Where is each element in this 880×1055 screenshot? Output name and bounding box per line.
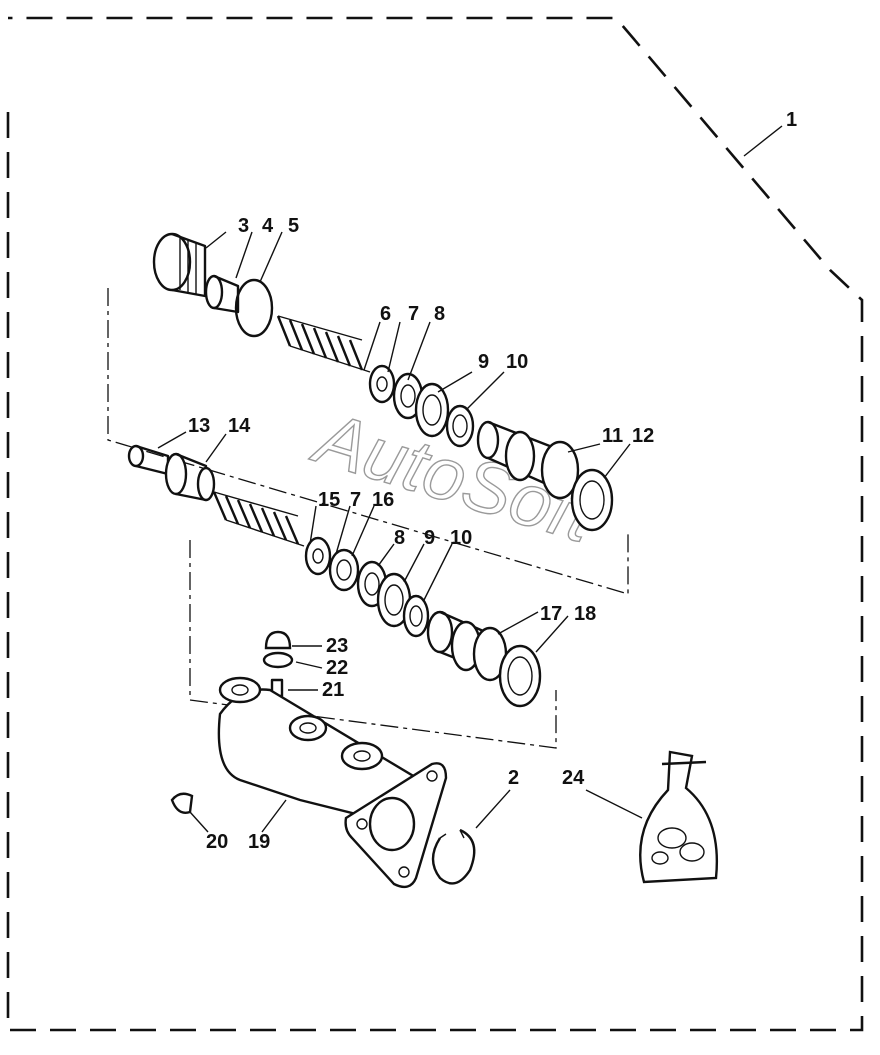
callout-16: 16 — [372, 489, 394, 511]
callout-2: 2 — [508, 767, 519, 789]
lower-piston-assembly — [127, 444, 542, 708]
dust-cap — [170, 792, 194, 814]
lower-spring — [212, 491, 305, 547]
callout-8: 8 — [434, 303, 445, 325]
callout-10-lower: 10 — [450, 527, 472, 549]
callout-17: 17 — [540, 603, 562, 625]
callout-6: 6 — [380, 303, 391, 325]
threaded-plug — [152, 232, 240, 314]
bleeder-cap — [264, 630, 292, 650]
callout-8-lower: 8 — [394, 527, 405, 549]
washer-7 — [368, 364, 396, 404]
cup-seal-9 — [414, 382, 450, 438]
callout-15: 15 — [318, 489, 340, 511]
washer-16 — [328, 548, 360, 592]
end-seal-12 — [570, 468, 614, 532]
upper-section-bracket — [107, 288, 629, 595]
upper-spring — [276, 315, 371, 373]
upper-piston — [476, 420, 580, 500]
bleeder-parts — [262, 630, 294, 698]
repair-kit-bag — [639, 750, 718, 884]
callout-13: 13 — [188, 415, 210, 437]
callout-10: 10 — [506, 351, 528, 373]
leader-lines — [157, 125, 783, 833]
callout-19: 19 — [248, 831, 270, 853]
upper-piston-assembly — [152, 232, 614, 532]
callout-7-lower: 7 — [350, 489, 361, 511]
callout-20: 20 — [206, 831, 228, 853]
callout-14: 14 — [228, 415, 251, 437]
callout-22: 22 — [326, 657, 348, 679]
callout-9: 9 — [478, 351, 489, 373]
washer-15 — [304, 536, 332, 576]
callout-4: 4 — [262, 215, 274, 237]
callout-3: 3 — [238, 215, 249, 237]
callout-11: 11 — [602, 425, 623, 447]
seal-10 — [445, 404, 475, 448]
callout-1: 1 — [786, 109, 797, 131]
o-ring — [234, 278, 274, 338]
stop-screw — [127, 444, 170, 476]
master-cylinder-body — [217, 676, 448, 889]
primary-piston — [426, 610, 508, 682]
callout-23: 23 — [326, 635, 348, 657]
bleeder-washer — [262, 651, 294, 669]
end-seal-18 — [498, 644, 542, 708]
secondary-piston — [164, 452, 216, 502]
callout-7: 7 — [408, 303, 419, 325]
callout-12: 12 — [632, 425, 654, 447]
callout-21: 21 — [322, 679, 344, 701]
kit-boundary — [6, 16, 864, 1032]
callout-18: 18 — [574, 603, 596, 625]
snap-ring — [431, 828, 476, 885]
callouts: 1 3 4 5 6 7 8 9 10 11 12 13 14 15 7 16 8… — [188, 109, 797, 853]
lower-section-bracket — [189, 540, 557, 749]
callout-9-lower: 9 — [424, 527, 435, 549]
seal-10-lower — [402, 594, 430, 638]
callout-5: 5 — [288, 215, 299, 237]
callout-24: 24 — [562, 767, 585, 789]
